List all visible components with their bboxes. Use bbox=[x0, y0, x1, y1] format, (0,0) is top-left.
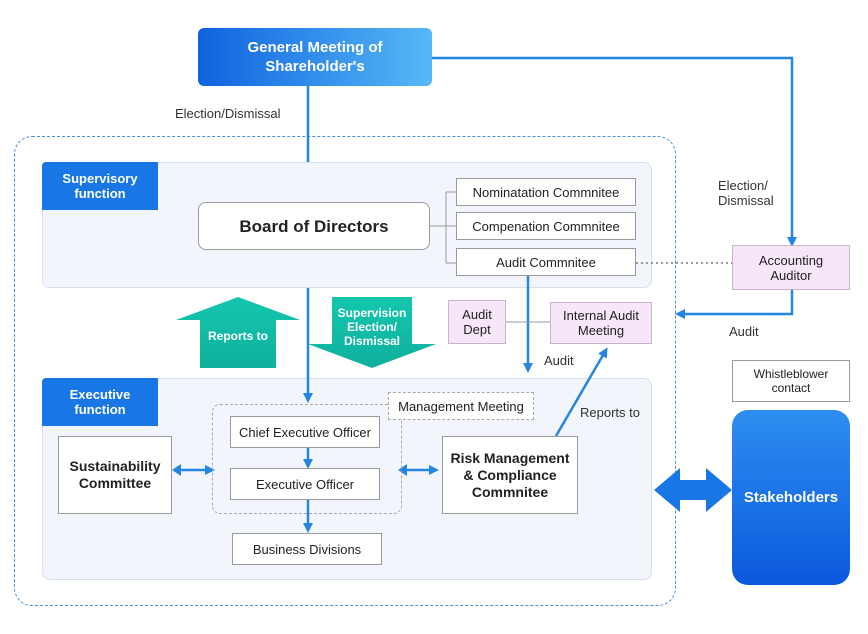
business-divisions: Business Divisions bbox=[232, 533, 382, 565]
supervision-arrow-label: Supervision Election/ Dismissal bbox=[337, 306, 407, 348]
shareholders-shape bbox=[198, 28, 432, 86]
stakeholders-shape bbox=[732, 410, 850, 585]
audit-label-right: Audit bbox=[729, 324, 759, 339]
board-of-directors: Board of Directors bbox=[198, 202, 430, 250]
general-meeting-of-shareholders: General Meeting of Shareholder's bbox=[247, 39, 383, 75]
whistleblower-contact: Whistleblower contact bbox=[732, 360, 850, 402]
reports-to-label: Reports to bbox=[580, 405, 640, 420]
compensation-committee: Compenation Commnitee bbox=[456, 212, 636, 240]
nomination-committee: Nominatation Commnitee bbox=[456, 178, 636, 206]
election-dismissal-right-label: Election/ Dismissal bbox=[718, 178, 774, 208]
executive-function-tag: Executive function bbox=[42, 378, 158, 426]
audit-dept: Audit Dept bbox=[448, 300, 506, 344]
chief-executive-officer: Chief Executive Officer bbox=[230, 416, 380, 448]
reports-to-arrow-label: Reports to bbox=[208, 329, 268, 343]
risk-management-compliance-committee: Risk Management & Compliance Commnitee bbox=[442, 436, 578, 514]
auditor-audit-line bbox=[675, 290, 794, 319]
risk-reports-to-arrow bbox=[554, 347, 608, 437]
stakeholders: Stakeholders bbox=[743, 489, 839, 506]
executive-officer: Executive Officer bbox=[230, 468, 380, 500]
governance-boundary bbox=[14, 136, 676, 606]
shareholders-to-auditor-line bbox=[432, 56, 797, 247]
stakeholders-double-arrow bbox=[654, 468, 732, 512]
accounting-auditor: Accounting Auditor bbox=[732, 245, 850, 290]
supervisory-function-tag: Supervisory function bbox=[42, 162, 158, 210]
management-meeting-label: Management Meeting bbox=[388, 392, 534, 420]
election-dismissal-label: Election/Dismissal bbox=[175, 106, 281, 121]
audit-committee: Audit Commnitee bbox=[456, 248, 636, 276]
audit-label-mid: Audit bbox=[544, 353, 574, 368]
reports-to-up-arrow bbox=[176, 297, 300, 368]
sustainability-committee: Sustainability Committee bbox=[58, 436, 172, 514]
management-meeting-region bbox=[212, 404, 402, 514]
internal-audit-meeting: Internal Audit Meeting bbox=[550, 302, 652, 344]
supervision-down-arrow bbox=[308, 297, 436, 368]
